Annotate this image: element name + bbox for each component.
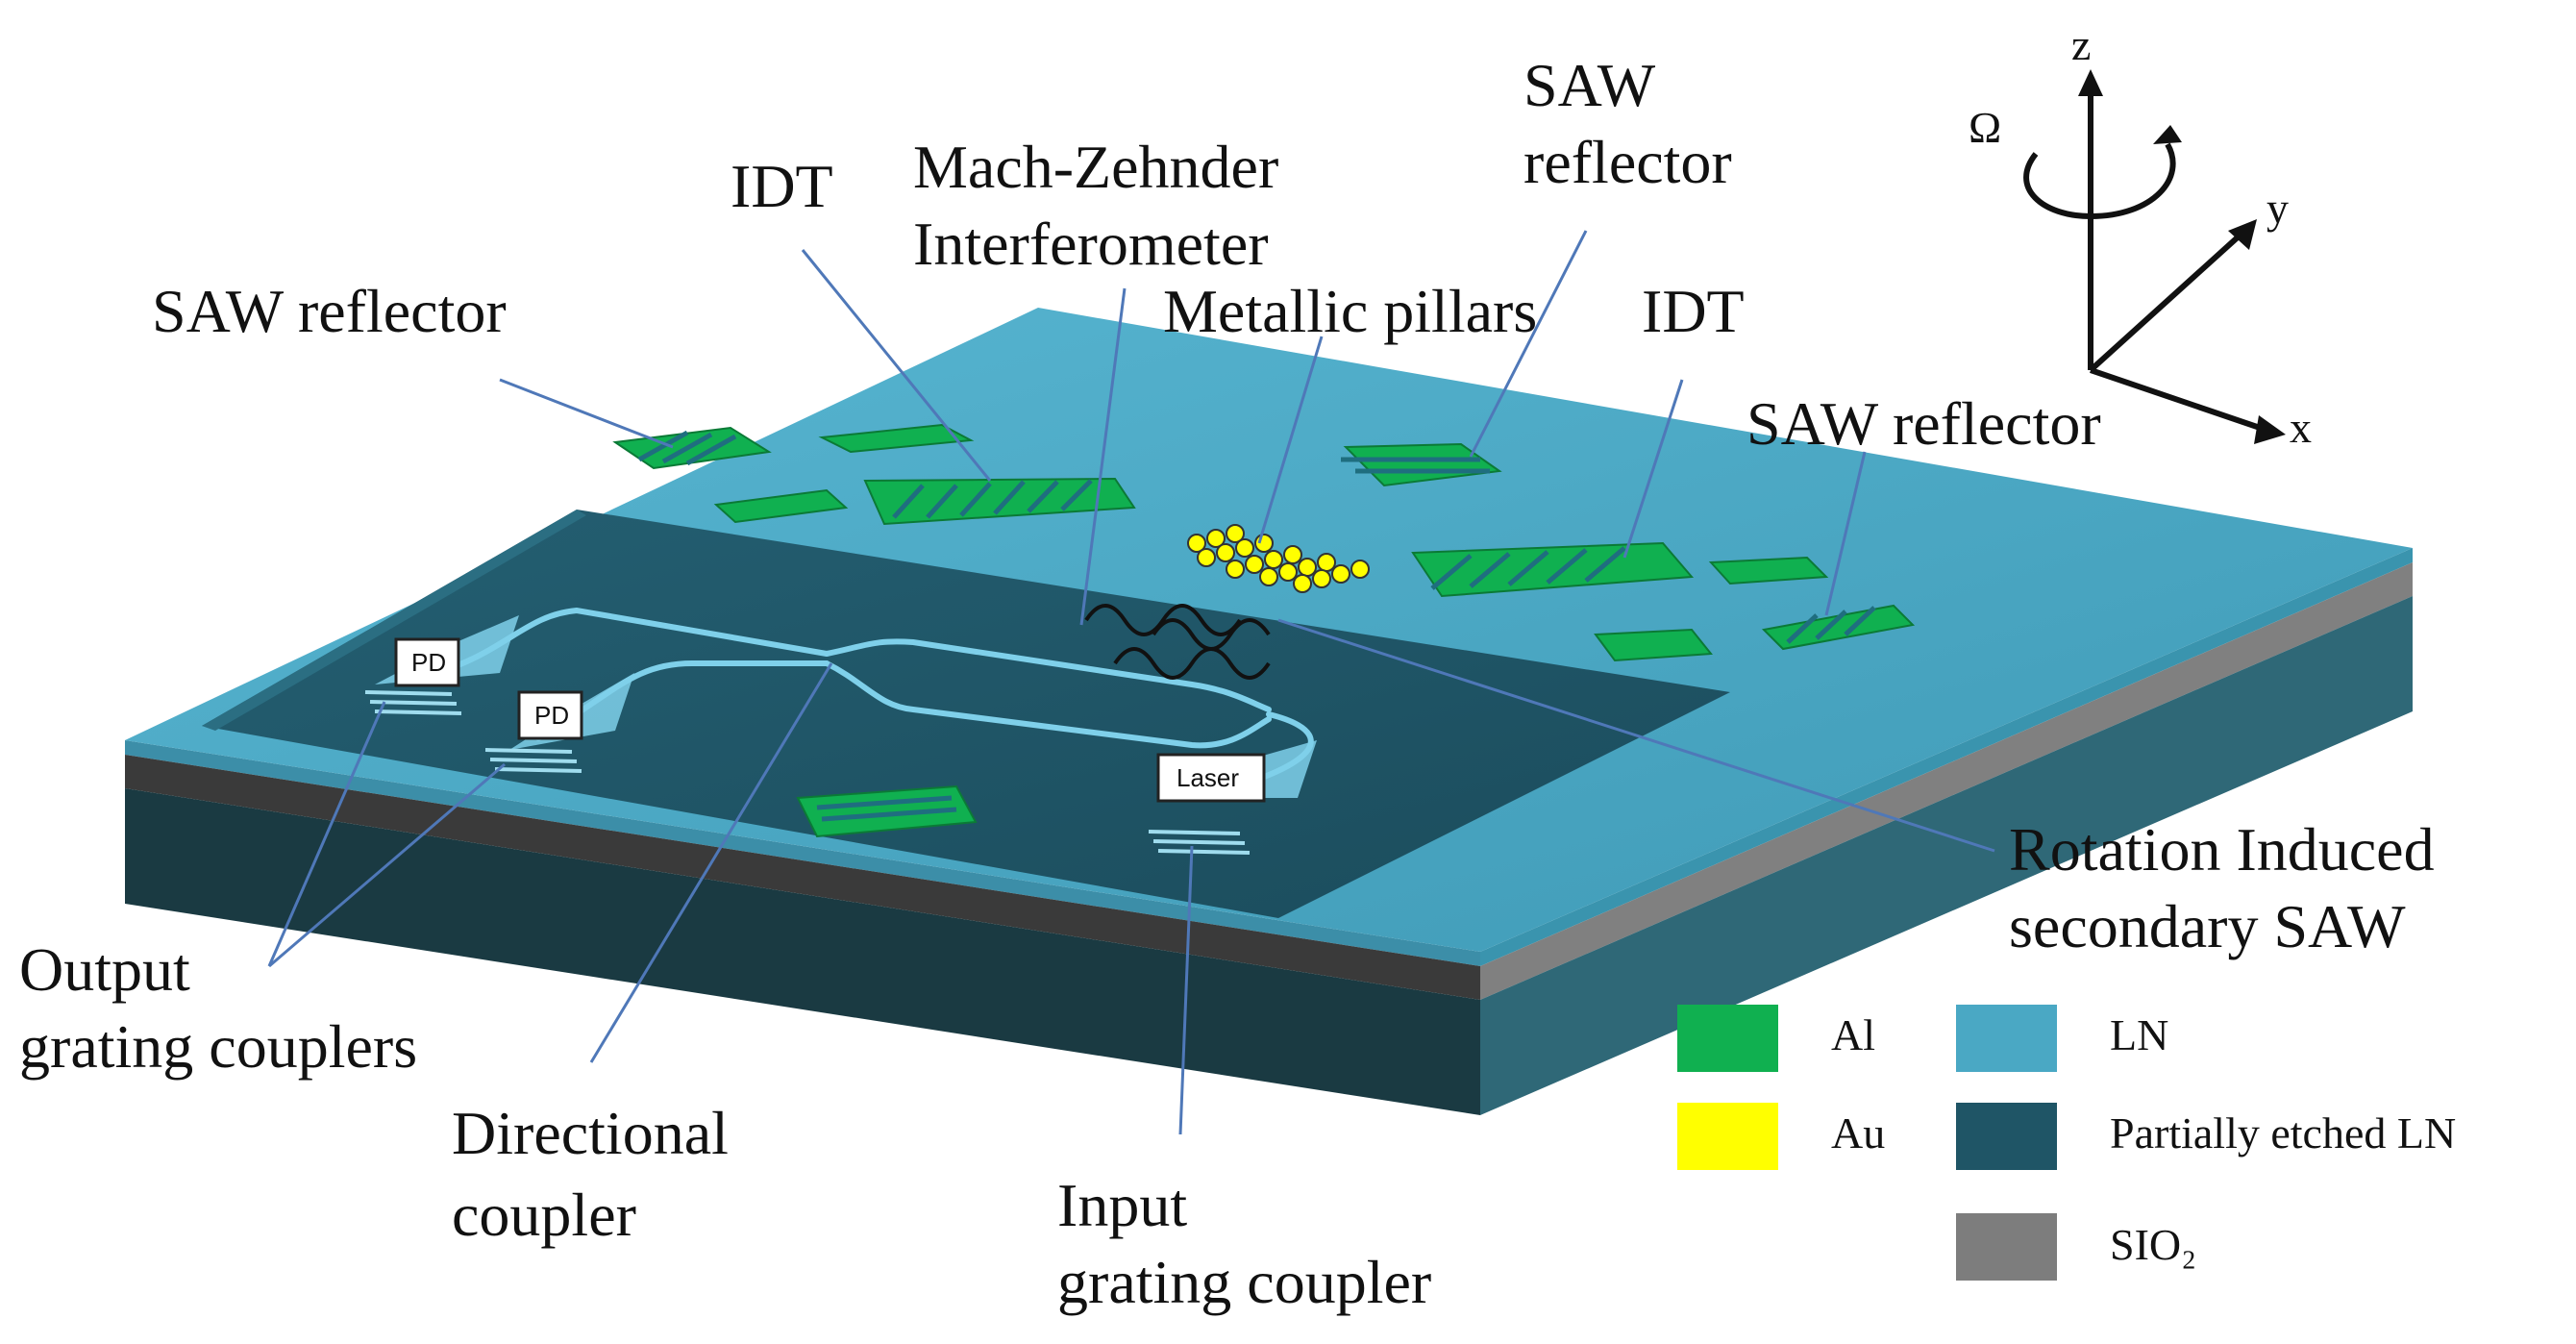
- label-saw-top-1: SAW: [1523, 51, 1656, 119]
- legend-item-etched-ln: Partially etched LN: [1956, 1103, 2456, 1170]
- front-substrate: [125, 788, 1480, 1115]
- z-label: z: [2071, 20, 2091, 69]
- pd-tag-2: PD: [517, 690, 583, 740]
- legend-item-al: Al: [1677, 1005, 1875, 1072]
- leader-idt-right: [1622, 379, 1684, 559]
- right-ln-edge: [1480, 548, 2413, 966]
- y-arrowhead: [2228, 219, 2257, 250]
- label-input-1: Input: [1057, 1171, 1187, 1239]
- front-ln-edge: [125, 740, 1480, 966]
- saw-reflector-left: [612, 426, 772, 470]
- label-saw-left: SAW reflector: [152, 277, 507, 345]
- idt-right: [1411, 541, 1829, 662]
- x-label: x: [2290, 403, 2312, 452]
- leader-output-1: [267, 701, 386, 967]
- z-arrowhead: [2078, 69, 2103, 96]
- label-idt-left: IDT: [731, 152, 833, 220]
- rotation-arrow: [2023, 142, 2176, 220]
- leader-output-2: [268, 762, 506, 968]
- mzi-lower-arm: [824, 660, 1272, 749]
- labels: IDT Mach-Zehnder Interferometer SAW refl…: [19, 51, 2435, 1316]
- svg-text:Al: Al: [1831, 1010, 1875, 1059]
- svg-text:SIO₂: SIO₂: [2110, 1220, 2196, 1269]
- label-idt-right: IDT: [1642, 277, 1745, 345]
- al-electrodes: [612, 423, 1916, 838]
- leader-saw-reflector-top: [1469, 230, 1588, 458]
- label-directional-2: coupler: [452, 1181, 636, 1249]
- saw-reflector-right: [1761, 604, 1916, 651]
- label-rotation-1: Rotation Induced: [2009, 815, 2435, 884]
- label-rotation-2: secondary SAW: [2009, 892, 2406, 960]
- right-sio2-layer: [1480, 562, 2413, 1000]
- legend-swatch-au: [1677, 1103, 1778, 1170]
- label-output-2: grating couplers: [19, 1012, 417, 1081]
- legend-swatch-etched-ln: [1956, 1103, 2057, 1170]
- omega-label: Ω: [1969, 103, 2001, 152]
- label-mzi-1: Mach-Zehnder: [913, 133, 1278, 201]
- laser-tag: Laser: [1156, 753, 1266, 803]
- legend: Al Au LN Partially etched LN SIO₂: [1677, 1005, 2456, 1281]
- right-substrate: [1480, 596, 2413, 1115]
- legend-swatch-al: [1677, 1005, 1778, 1072]
- legend-item-sio2: SIO₂: [1956, 1213, 2196, 1281]
- x-axis: [2090, 367, 2269, 434]
- svg-text:Partially etched LN: Partially etched LN: [2110, 1108, 2456, 1157]
- leader-pillars: [1257, 336, 1324, 544]
- label-directional-1: Directional: [452, 1099, 729, 1167]
- svg-text:PD: PD: [411, 648, 446, 677]
- idt-left: [713, 423, 1136, 526]
- etched-wall: [202, 510, 586, 731]
- svg-text:Au: Au: [1831, 1108, 1885, 1157]
- rotation-arrowhead: [2153, 125, 2182, 144]
- label-saw-right: SAW reflector: [1746, 389, 2101, 458]
- saw-waves: [1084, 604, 1271, 680]
- label-pillars: Metallic pillars: [1163, 277, 1537, 345]
- pd-tag-1: PD: [394, 637, 460, 687]
- leader-saw-reflector-right: [1824, 451, 1867, 616]
- legend-item-ln: LN: [1956, 1005, 2168, 1072]
- label-mzi-2: Interferometer: [913, 210, 1269, 278]
- legend-item-au: Au: [1677, 1103, 1885, 1170]
- grating-coupler-input: [1148, 830, 1251, 855]
- leader-input: [1178, 845, 1194, 1135]
- leader-directional: [589, 662, 833, 1063]
- x-arrowhead: [2254, 415, 2286, 444]
- bottom-electrode: [796, 784, 978, 838]
- mzi-upper-arm: [824, 638, 1272, 712]
- leader-rotation: [1277, 618, 1995, 853]
- svg-text:LN: LN: [2110, 1010, 2168, 1059]
- chip-body: [125, 308, 2413, 1115]
- svg-text:Laser: Laser: [1177, 763, 1239, 792]
- y-label: y: [2266, 184, 2289, 233]
- metallic-pillars: [1187, 524, 1370, 593]
- leader-lines: [267, 230, 1995, 1135]
- coordinate-axes: z y x Ω: [1969, 20, 2312, 452]
- leader-idt-left: [801, 249, 992, 482]
- leader-saw-reflector-left: [499, 378, 674, 449]
- saw-reflector-top: [1341, 442, 1502, 487]
- label-saw-top-2: reflector: [1523, 128, 1732, 196]
- leader-mzi: [1079, 287, 1127, 626]
- grating-coupler-output-2: [484, 748, 582, 773]
- y-axis: [2088, 233, 2242, 373]
- label-input-2: grating coupler: [1057, 1248, 1431, 1316]
- svg-text:PD: PD: [534, 701, 569, 730]
- front-sio2-layer: [125, 755, 1480, 1000]
- legend-swatch-ln: [1956, 1005, 2057, 1072]
- legend-swatch-sio2: [1956, 1213, 2057, 1281]
- label-output-1: Output: [19, 935, 190, 1004]
